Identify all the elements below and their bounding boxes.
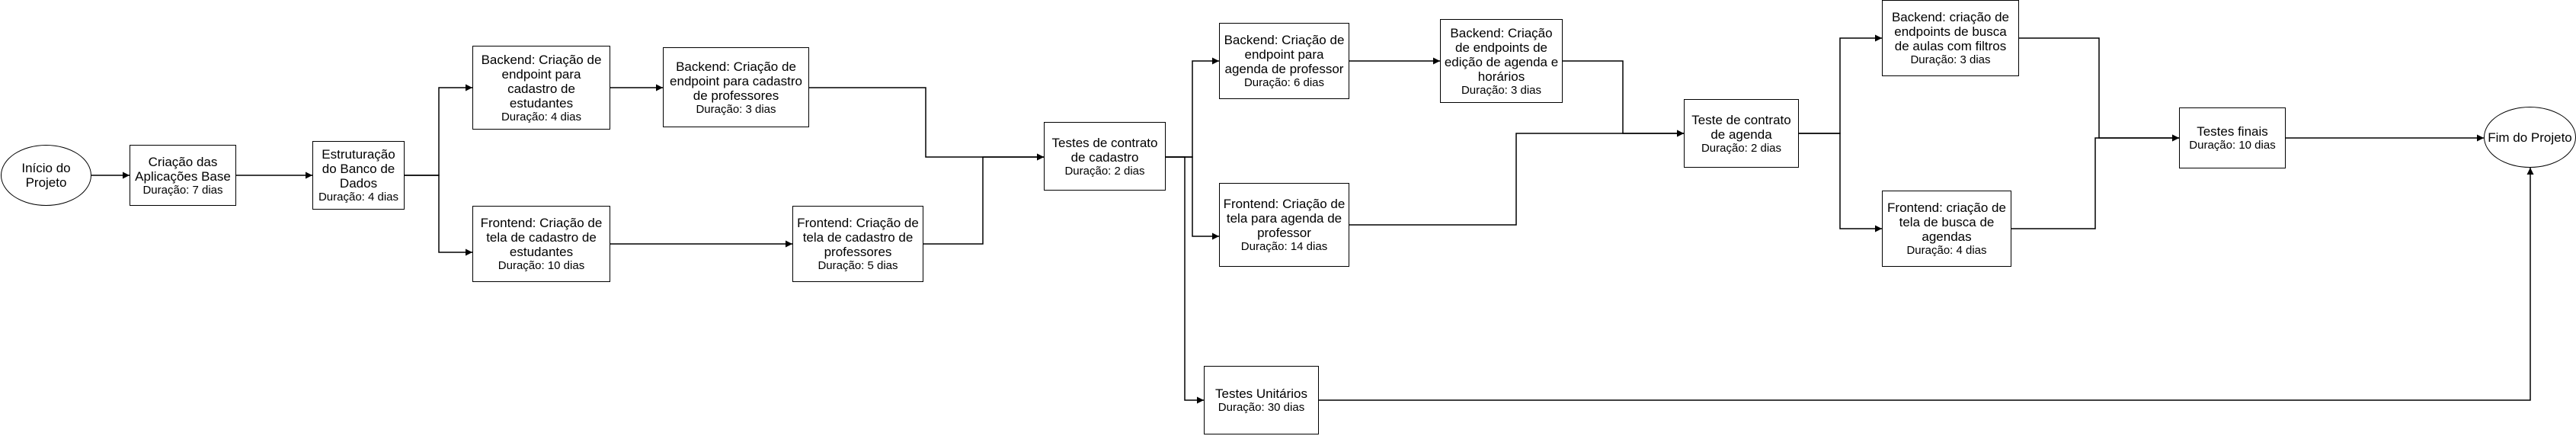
node-title: Testes Unitários (1215, 386, 1307, 401)
node-testes-finais: Testes finais Duração: 10 dias (2179, 107, 2286, 168)
edge-teste-agenda-frontend-busca (1799, 133, 1882, 232)
node-frontend-agenda-prof: Frontend: Criação de tela para agenda de… (1219, 183, 1349, 267)
node-title: Frontend: Criação de tela para agenda de… (1223, 197, 1346, 240)
node-criacao-apps: Criação das Aplicações Base Duração: 7 d… (130, 145, 236, 206)
node-title: Testes finais (2197, 124, 2268, 139)
node-frontend-estudantes: Frontend: Criação de tela de cadastro de… (472, 206, 610, 282)
node-backend-agenda-prof: Backend: Criação de endpoint para agenda… (1219, 23, 1349, 99)
node-fim: Fim do Projeto (2484, 107, 2576, 168)
node-testes-cadastro: Testes de contrato de cadastro Duração: … (1044, 122, 1166, 191)
node-backend-professores: Backend: Criação de endpoint para cadast… (663, 47, 809, 127)
edge-estruturacao-bd-backend-estudantes (405, 84, 472, 176)
edge-testes-unitarios-fim (1319, 168, 2534, 401)
node-title: Frontend: Criação de tela de cadastro de… (797, 216, 919, 259)
node-title: Criação das Aplicações Base (135, 154, 231, 184)
edge-estruturacao-bd-frontend-estudantes (405, 175, 472, 256)
node-duration: Duração: 4 dias (318, 191, 399, 204)
node-duration: Duração: 7 dias (142, 183, 223, 197)
edge-testes-cadastro-testes-unitarios (1166, 156, 1204, 404)
node-title: Backend: Criação de endpoint para cadast… (670, 59, 802, 103)
edge-frontend-busca-testes-finais (2011, 134, 2179, 229)
node-duration: Duração: 4 dias (1906, 244, 1987, 257)
node-title: Frontend: Criação de tela de cadastro de… (480, 216, 603, 259)
edge-testes-cadastro-backend-agenda-prof (1166, 57, 1219, 158)
edge-backend-busca-testes-finais (2019, 37, 2179, 142)
node-title: Frontend: criação de tela de busca de ag… (1887, 200, 2006, 244)
node-title: Backend: Criação de endpoint para cadast… (481, 52, 602, 111)
node-title: Estruturação do Banco de Dados (322, 147, 395, 191)
node-backend-estudantes: Backend: Criação de endpoint para cadast… (472, 46, 610, 130)
edge-frontend-professores-testes-cadastro (923, 153, 1044, 245)
edge-frontend-agenda-prof-teste-agenda (1349, 130, 1684, 226)
node-duration: Duração: 2 dias (1701, 141, 1782, 155)
node-title: Teste de contrato de agenda (1691, 112, 1791, 142)
node-testes-unitarios: Testes Unitários Duração: 30 dias (1204, 366, 1319, 434)
node-duration: Duração: 14 dias (1240, 240, 1328, 253)
node-title: Backend: Criação de endpoint para agenda… (1224, 33, 1345, 76)
node-frontend-busca: Frontend: criação de tela de busca de ag… (1882, 191, 2011, 267)
node-duration: Duração: 10 dias (498, 259, 585, 272)
node-title: Backend: criação de endpoints de busca d… (1891, 10, 2010, 53)
node-duration: Duração: 6 dias (1243, 76, 1325, 89)
node-duration: Duração: 5 dias (818, 259, 898, 272)
node-duration: Duração: 3 dias (1461, 83, 1542, 97)
edge-teste-agenda-backend-busca (1799, 34, 1882, 134)
node-inicio: Início do Projeto (1, 145, 91, 206)
node-title: Início do Projeto (21, 161, 71, 190)
node-title: Backend: Criação de endpoints de edição … (1444, 25, 1559, 84)
edge-testes-cadastro-frontend-agenda-prof (1166, 156, 1219, 240)
node-title: Fim do Projeto (2488, 130, 2572, 145)
node-duration: Duração: 4 dias (501, 110, 582, 123)
node-backend-edicao-agenda: Backend: Criação de endpoints de edição … (1440, 19, 1563, 103)
node-title: Testes de contrato de cadastro (1051, 135, 1158, 165)
node-frontend-professores: Frontend: Criação de tela de cadastro de… (792, 206, 923, 282)
node-duration: Duração: 2 dias (1064, 164, 1145, 178)
node-estruturacao-bd: Estruturação do Banco de Dados Duração: … (312, 141, 405, 210)
node-duration: Duração: 10 dias (2189, 139, 2276, 152)
node-duration: Duração: 3 dias (696, 102, 776, 116)
node-backend-busca: Backend: criação de endpoints de busca d… (1882, 0, 2019, 76)
node-duration: Duração: 30 dias (1218, 401, 1305, 414)
node-teste-agenda: Teste de contrato de agenda Duração: 2 d… (1684, 99, 1799, 168)
edge-backend-professores-testes-cadastro (809, 87, 1044, 161)
node-duration: Duração: 3 dias (1910, 53, 1991, 66)
edge-backend-edicao-agenda-teste-agenda (1563, 60, 1684, 137)
